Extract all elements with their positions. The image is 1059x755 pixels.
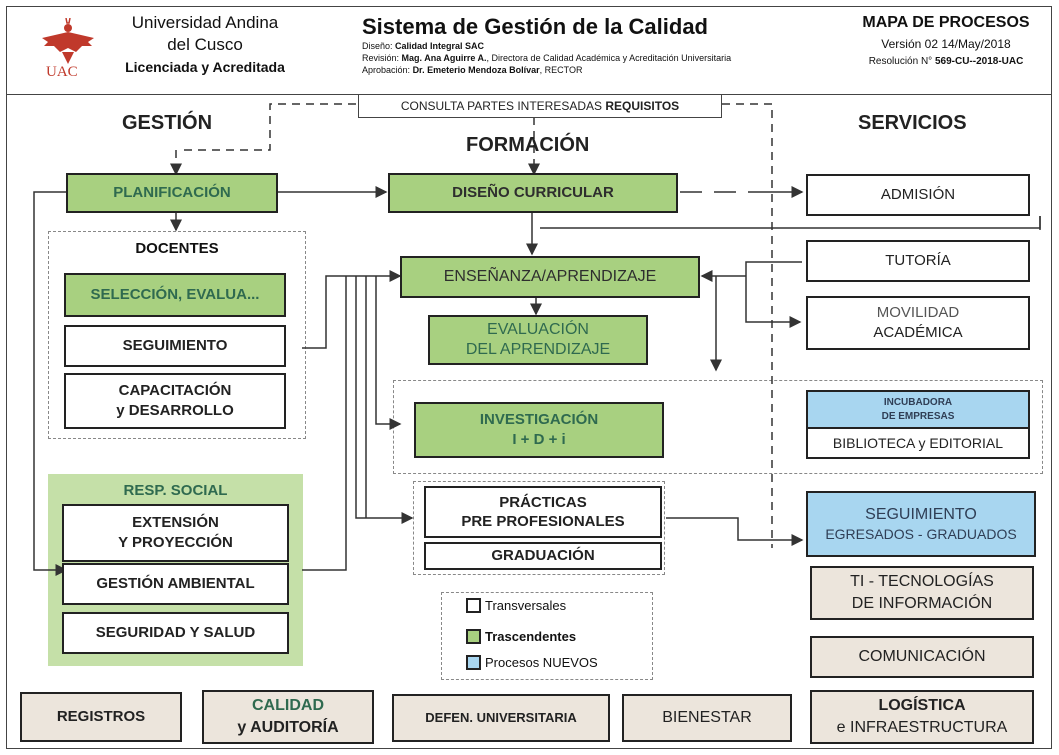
box-investigacion: INVESTIGACIÓN I + D + i [414,402,664,458]
box-tutoria: TUTORÍA [806,240,1030,282]
box-capacitacion: CAPACITACIÓN y DESARROLLO [64,373,286,429]
extension-line-1: EXTENSIÓN [132,513,219,531]
resolution-text: Resolución N° 569-CU--2018-UAC [848,54,1044,70]
section-servicios: SERVICIOS [858,112,967,134]
version-text: Versión 02 14/May/2018 [881,37,1011,51]
box-planificacion: PLANIFICACIÓN [66,173,278,213]
legend-swatch-white [466,598,481,613]
approval-role: , RECTOR [539,65,583,75]
practicas-group [413,481,665,575]
box-ensenanza-aprendizaje: ENSEÑANZA/APRENDIZAJE [400,256,700,298]
review-label: Revisión: [362,53,400,63]
capacitacion-line-1: CAPACITACIÓN [118,381,232,399]
calidad-line-2: y AUDITORÍA [237,719,339,736]
extension-line-2: Y PROYECCIÓN [118,534,233,551]
movilidad-line-1: MOVILIDAD [876,303,960,321]
box-graduacion: GRADUACIÓN [424,542,662,570]
movilidad-line-2: ACADÉMICA [873,324,963,341]
resolution-label: Resolución N° [868,56,933,67]
legend-trascendentes-label: Trascendentes [485,629,577,644]
design-label: Diseño: [362,41,393,51]
box-seguimiento-egresados: SEGUIMIENTO EGRESADOS - GRADUADOS [806,491,1036,557]
box-registros: REGISTROS [20,692,182,742]
docentes-label: DOCENTES [135,240,219,257]
legend-nuevos: Procesos NUEVOS [466,655,598,670]
resp-social-label: RESP. SOCIAL [123,482,228,499]
legend-swatch-blue [466,655,481,670]
approval-label: Aprobación: [362,65,411,75]
evaluacion-line-2: DEL APRENDIZAJE [465,341,611,358]
box-seguridad-salud: SEGURIDAD Y SALUD [62,612,289,654]
box-calidad-auditoria: CALIDAD y AUDITORÍA [202,690,374,744]
calidad-line-1: CALIDAD [252,697,324,715]
logo-text: UAC [46,64,78,80]
page-title: Sistema de Gestión de la Calidad [362,14,708,39]
box-admision: ADMISIÓN [806,174,1030,216]
legend-nuevos-label: Procesos NUEVOS [485,655,598,670]
university-name: Universidad Andina del Cusco Licenciada … [100,12,310,78]
logistica-line-2: e INFRAESTRUCTURA [836,719,1008,736]
design-value: Calidad Integral SAC [395,41,485,51]
consulta-requisitos: REQUISITOS [605,98,680,113]
seg-egresados-line-2: EGRESADOS - GRADUADOS [825,526,1017,543]
box-gestion-ambiental: GESTIÓN AMBIENTAL [62,563,289,605]
box-incubadora: INCUBADORA DE EMPRESAS [806,390,1030,428]
legend-swatch-green [466,629,481,644]
uni-line-2: del Cusco [167,35,243,54]
uni-line-3: Licenciada y Acreditada [125,59,285,75]
logo: UAC [40,18,96,82]
ti-line-2: DE INFORMACIÓN [851,595,993,612]
practicas-line-2: PRE PROFESIONALES [461,513,625,530]
incubadora-line-2: DE EMPRESAS [881,410,955,422]
box-defensoria: DEFEN. UNIVERSITARIA [392,694,610,742]
page-frame [6,6,1052,749]
investigacion-line-2: I + D + i [512,431,566,448]
uni-line-1: Universidad Andina [131,13,279,32]
practicas-line-1: PRÁCTICAS [499,493,587,511]
review-line: Revisión: Mag. Ana Aguirre A., Directora… [362,52,832,64]
box-biblioteca: BIBLIOTECA y EDITORIAL [806,427,1030,459]
legend-trascendentes: Trascendentes [466,629,576,644]
section-formacion: FORMACIÓN [466,134,590,156]
box-seguimiento: SEGUIMIENTO [64,325,286,367]
consulta-label: CONSULTA PARTES INTERESADAS [400,98,603,113]
review-role: , Directora de Calidad Académica y Acred… [486,53,732,63]
box-practicas: PRÁCTICAS PRE PROFESIONALES [424,486,662,538]
approval-name: Dr. Emeterio Mendoza Bolívar [412,65,540,75]
capacitacion-line-2: y DESARROLLO [116,402,234,419]
design-line: Diseño: Calidad Integral SAC [362,40,832,52]
box-bienestar: BIENESTAR [622,694,792,742]
legend-transversales: Transversales [466,598,566,613]
evaluacion-line-1: EVALUACIÓN [487,321,589,338]
box-movilidad: MOVILIDAD ACADÉMICA [806,296,1030,350]
box-seleccion: SELECCIÓN, EVALUA... [64,273,286,317]
box-diseno-curricular: DISEÑO CURRICULAR [388,173,678,213]
box-logistica: LOGÍSTICA e INFRAESTRUCTURA [810,690,1034,744]
box-ti: TI - TECNOLOGÍAS DE INFORMACIÓN [810,566,1034,620]
map-info: MAPA DE PROCESOS Versión 02 14/May/2018 … [848,12,1044,70]
seg-egresados-line-1: SEGUIMIENTO [865,505,977,523]
box-extension: EXTENSIÓN Y PROYECCIÓN [62,504,289,562]
box-evaluacion-aprendizaje: EVALUACIÓN DEL APRENDIZAJE [428,315,648,365]
system-title-block: Sistema de Gestión de la Calidad Diseño:… [362,14,832,76]
map-title: MAPA DE PROCESOS [862,14,1030,31]
investigacion-line-1: INVESTIGACIÓN [479,410,599,428]
legend-group [441,592,653,680]
approval-line: Aprobación: Dr. Emeterio Mendoza Bolívar… [362,64,832,76]
incubadora-line-1: INCUBADORA [883,396,953,408]
box-comunicacion: COMUNICACIÓN [810,636,1034,678]
ti-line-1: TI - TECNOLOGÍAS [850,573,994,591]
legend-transversales-label: Transversales [485,598,567,613]
resolution-value: 569-CU--2018-UAC [934,56,1024,67]
docentes-group [48,231,306,439]
section-gestion: GESTIÓN [122,112,213,134]
condor-logo-icon [42,18,94,64]
consulta-partes-interesadas: CONSULTA PARTES INTERESADAS REQUISITOS [358,94,722,118]
logistica-line-1: LOGÍSTICA [878,697,966,715]
review-name: Mag. Ana Aguirre A. [401,53,487,63]
